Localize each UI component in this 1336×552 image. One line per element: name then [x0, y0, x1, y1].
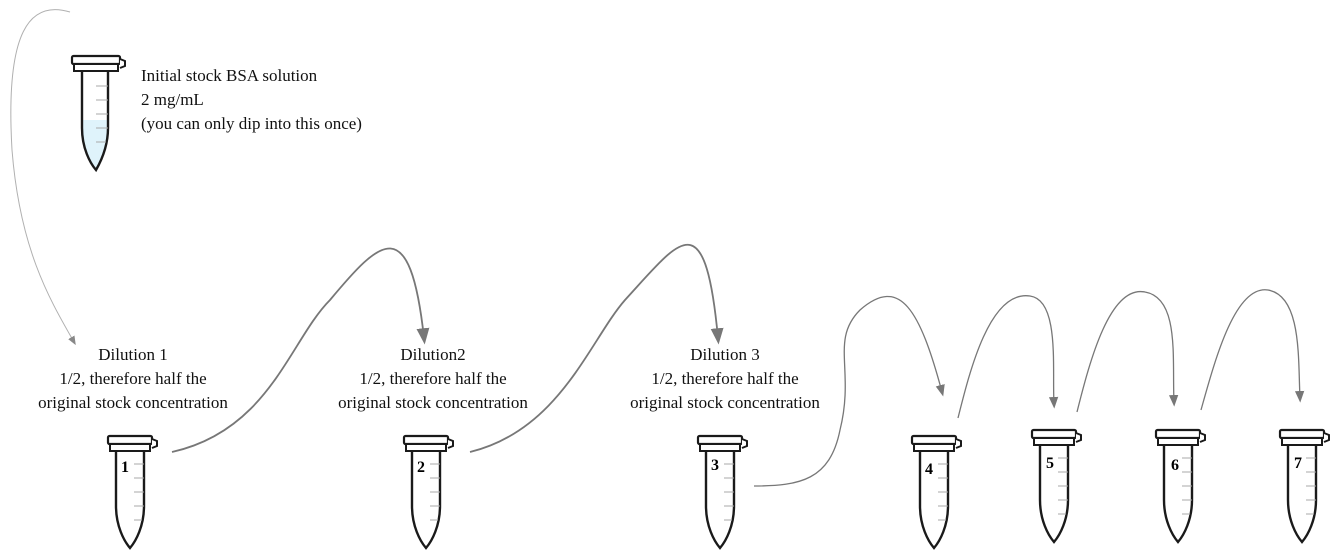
stock-tube [70, 54, 126, 173]
arrow-4-to-5 [957, 295, 1059, 419]
tube-4 [910, 434, 963, 550]
dilution-2-title: Dilution2 [400, 345, 466, 364]
stock-description: Initial stock BSA solution 2 mg/mL (you … [141, 64, 362, 136]
tube-labels: 1 2 3 4 5 6 7 [121, 455, 1302, 478]
tube-label-1: 1 [121, 459, 129, 476]
stock-title: Initial stock BSA solution [141, 66, 318, 85]
tube-label-7: 7 [1294, 455, 1302, 472]
dilution-1-title: Dilution 1 [98, 345, 168, 364]
transfer-arrows [10, 9, 1305, 487]
dilution-1-desc: original stock concentration [38, 393, 228, 412]
arrow-2-to-3 [469, 244, 724, 453]
dilution-1-ratio: 1/2, therefore half the [59, 369, 207, 388]
arrow-1-to-2 [171, 247, 430, 453]
stock-concentration: 2 mg/mL [141, 90, 204, 109]
dilution-2-ratio: 1/2, therefore half the [359, 369, 507, 388]
tube-label-2: 2 [417, 459, 425, 476]
arrow-3-to-4 [753, 295, 945, 487]
dilution-3-ratio: 1/2, therefore half the [651, 369, 799, 388]
tube-label-5: 5 [1046, 455, 1054, 472]
tube-7 [1278, 428, 1331, 544]
dilution-3-title: Dilution 3 [690, 345, 760, 364]
tube-label-3: 3 [711, 457, 719, 474]
dilution-2-desc: original stock concentration [338, 393, 528, 412]
dilution-3-desc: original stock concentration [630, 393, 820, 412]
arrow-6-to-7 [1200, 289, 1305, 411]
arrow-5-to-6 [1076, 291, 1179, 413]
tube-5 [1030, 428, 1083, 544]
tube-3 [696, 434, 749, 550]
tube-2 [402, 434, 455, 550]
tube-1 [106, 434, 159, 550]
dilution-2-label: Dilution2 1/2, therefore half the origin… [338, 343, 528, 415]
dilution-3-label: Dilution 3 1/2, therefore half the origi… [630, 343, 820, 415]
tube-label-6: 6 [1171, 457, 1179, 474]
stock-note: (you can only dip into this once) [141, 114, 362, 133]
tube-6 [1154, 428, 1207, 544]
tube-label-4: 4 [925, 461, 933, 478]
arrow-stock-to-1 [10, 9, 76, 346]
dilution-1-label: Dilution 1 1/2, therefore half the origi… [38, 343, 228, 415]
